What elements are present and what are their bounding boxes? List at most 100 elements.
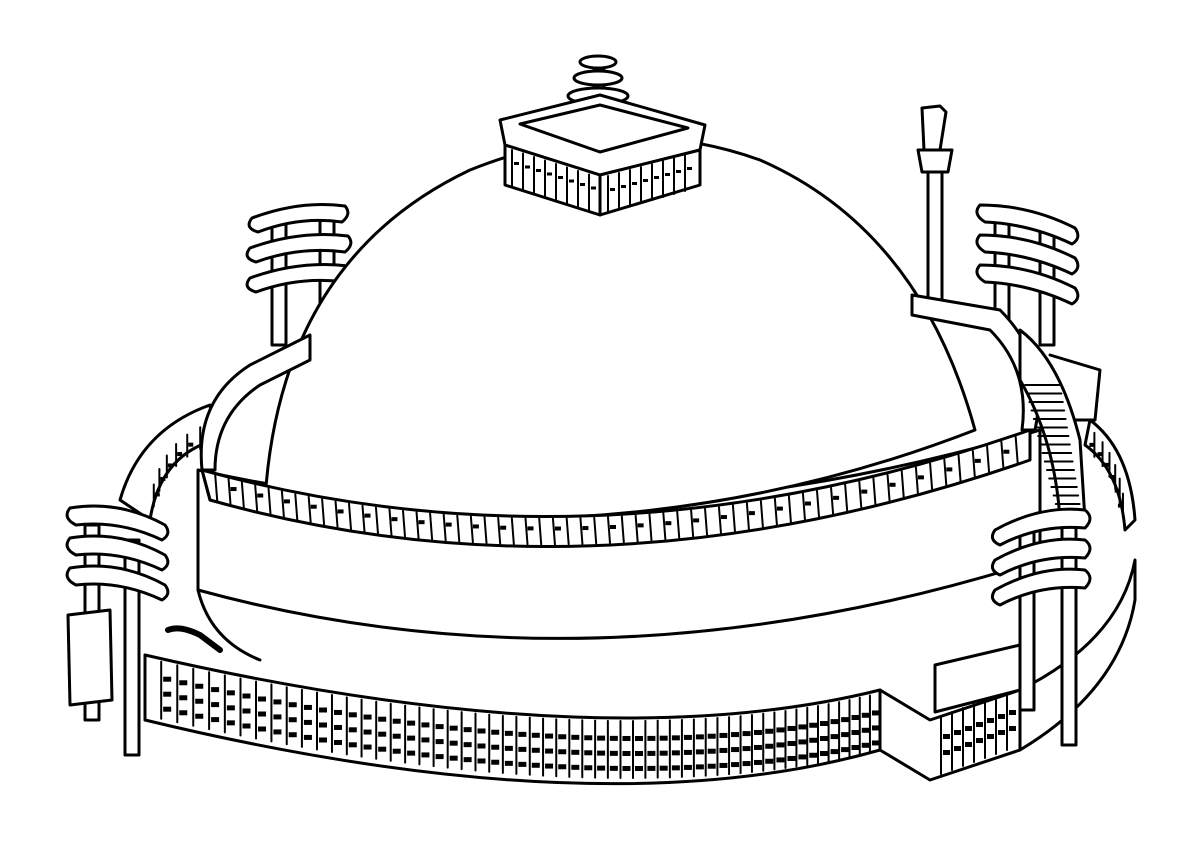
railing-post bbox=[551, 517, 556, 546]
ground-railing-crossbar bbox=[776, 727, 785, 733]
ground-railing-crossbar bbox=[719, 732, 728, 738]
ground-railing-crossbar bbox=[491, 759, 500, 765]
ground-railing-crossbar bbox=[809, 752, 818, 758]
ground-railing-crossbar bbox=[348, 712, 357, 718]
railing-crossbar bbox=[472, 524, 479, 529]
ground-railing-crossbar bbox=[318, 707, 327, 713]
ground-railing-crossbar bbox=[163, 676, 172, 682]
ground-railing-crossbar bbox=[449, 725, 458, 731]
ground-railing-crossbar bbox=[518, 731, 527, 737]
ground-railing-crossbar bbox=[695, 749, 704, 755]
railing-post bbox=[986, 445, 991, 474]
ground-railing-crossbar bbox=[545, 733, 554, 739]
ground-railing-crossbar bbox=[463, 727, 472, 733]
ground-railing-crossbar bbox=[504, 760, 513, 766]
railing-post bbox=[254, 484, 259, 513]
back-railing-crossbar bbox=[160, 476, 166, 481]
ground-railing-crossbar bbox=[333, 739, 342, 745]
back-railing-crossbar bbox=[188, 442, 194, 447]
harmika-square-railing bbox=[498, 93, 707, 217]
ground-railing-crossbar bbox=[333, 709, 342, 715]
ground-railing-crossbar bbox=[421, 752, 430, 758]
ground-railing-crossbar bbox=[348, 727, 357, 733]
ground-railing-crossbar bbox=[787, 755, 796, 761]
ground-railing-crossbar bbox=[449, 740, 458, 746]
ground-railing-crossbar bbox=[742, 731, 751, 737]
ground-railing-crossbar bbox=[226, 705, 235, 711]
railing-post bbox=[497, 516, 502, 545]
ground-railing-crossbar bbox=[609, 750, 618, 756]
ground-railing-crossbar bbox=[477, 758, 486, 764]
ground-railing-crossbar bbox=[421, 737, 430, 743]
ground-railing-crossbar bbox=[987, 734, 994, 739]
railing-crossbar bbox=[554, 526, 561, 531]
ground-railing-crossbar bbox=[765, 743, 774, 749]
ground-railing-crossbar bbox=[518, 761, 527, 767]
back-railing-crossbar bbox=[1110, 475, 1116, 479]
ground-railing-crossbar bbox=[504, 730, 513, 736]
railing-crossbar bbox=[364, 513, 371, 518]
ground-railing-crossbar bbox=[871, 725, 880, 731]
ground-railing-crossbar bbox=[504, 745, 513, 751]
torana-north-west bbox=[245, 203, 353, 347]
ground-railing-crossbar bbox=[731, 732, 740, 738]
ground-railing-crossbar bbox=[683, 734, 692, 740]
ground-railing-slats bbox=[160, 660, 1016, 779]
ground-railing-crossbar bbox=[195, 713, 204, 719]
ground-railing-crossbar bbox=[226, 690, 235, 696]
railing-post bbox=[872, 477, 877, 506]
railing-post bbox=[929, 462, 934, 491]
ground-railing-crossbar bbox=[163, 706, 172, 712]
ground-railing-crossbar bbox=[622, 750, 631, 756]
railing-post bbox=[402, 509, 406, 538]
railing-post bbox=[456, 514, 461, 543]
ground-railing-crossbar bbox=[584, 750, 593, 756]
railing-post bbox=[565, 517, 570, 546]
dome bbox=[263, 135, 977, 521]
ground-railing-crossbar bbox=[998, 714, 1005, 719]
ground-railing-crossbar bbox=[787, 725, 796, 731]
ground-railing-crossbar bbox=[407, 720, 416, 726]
railing-post bbox=[1014, 435, 1019, 464]
railing-post bbox=[844, 483, 849, 512]
harmika-crossbar bbox=[547, 172, 552, 176]
ground-railing-crossbar bbox=[435, 724, 444, 730]
railing-post bbox=[538, 517, 543, 546]
railing-crossbar bbox=[748, 511, 755, 516]
harmika-crossbar bbox=[525, 165, 530, 169]
ground-railing-crossbar bbox=[830, 719, 839, 725]
ground-railing-crossbar bbox=[1009, 726, 1016, 731]
ground-railing-crossbar bbox=[288, 732, 297, 738]
ground-railing-crossbar bbox=[518, 746, 527, 752]
railing-post bbox=[745, 502, 750, 531]
ground-railing-crossbar bbox=[303, 704, 312, 710]
ground-railing-crossbar bbox=[634, 750, 643, 756]
ground-railing-crossbar bbox=[378, 746, 387, 752]
ground-railing-crossbar bbox=[258, 726, 267, 732]
ground-railing-crossbar bbox=[597, 735, 606, 741]
railing-crossbar bbox=[917, 475, 924, 480]
ground-railing-crossbar bbox=[671, 750, 680, 756]
ground-railing-crossbar bbox=[943, 750, 950, 755]
ground-railing-crossbar bbox=[226, 720, 235, 726]
railing-crossbar bbox=[230, 487, 237, 492]
railing-post bbox=[801, 492, 806, 521]
ground-railing-crossbar bbox=[647, 735, 656, 741]
torana-north-east bbox=[975, 203, 1080, 347]
ground-railing-crossbar bbox=[943, 734, 950, 739]
ground-railing-crossbar bbox=[683, 749, 692, 755]
ground-railing-crossbar bbox=[719, 747, 728, 753]
ground-railing-crossbar bbox=[303, 719, 312, 725]
back-railing-crossbar bbox=[177, 452, 183, 457]
railing-post bbox=[858, 480, 863, 509]
harmika-crossbar bbox=[687, 167, 692, 170]
back-railing-crossbar bbox=[167, 463, 173, 468]
railing-post bbox=[294, 493, 299, 522]
ground-railing-crossbar bbox=[965, 726, 972, 731]
ground-railing-crossbar bbox=[571, 764, 580, 770]
railing-post bbox=[676, 510, 681, 539]
railing-post bbox=[971, 449, 976, 478]
ground-railing-crossbar bbox=[861, 742, 870, 748]
ground-railing-crossbar bbox=[776, 742, 785, 748]
